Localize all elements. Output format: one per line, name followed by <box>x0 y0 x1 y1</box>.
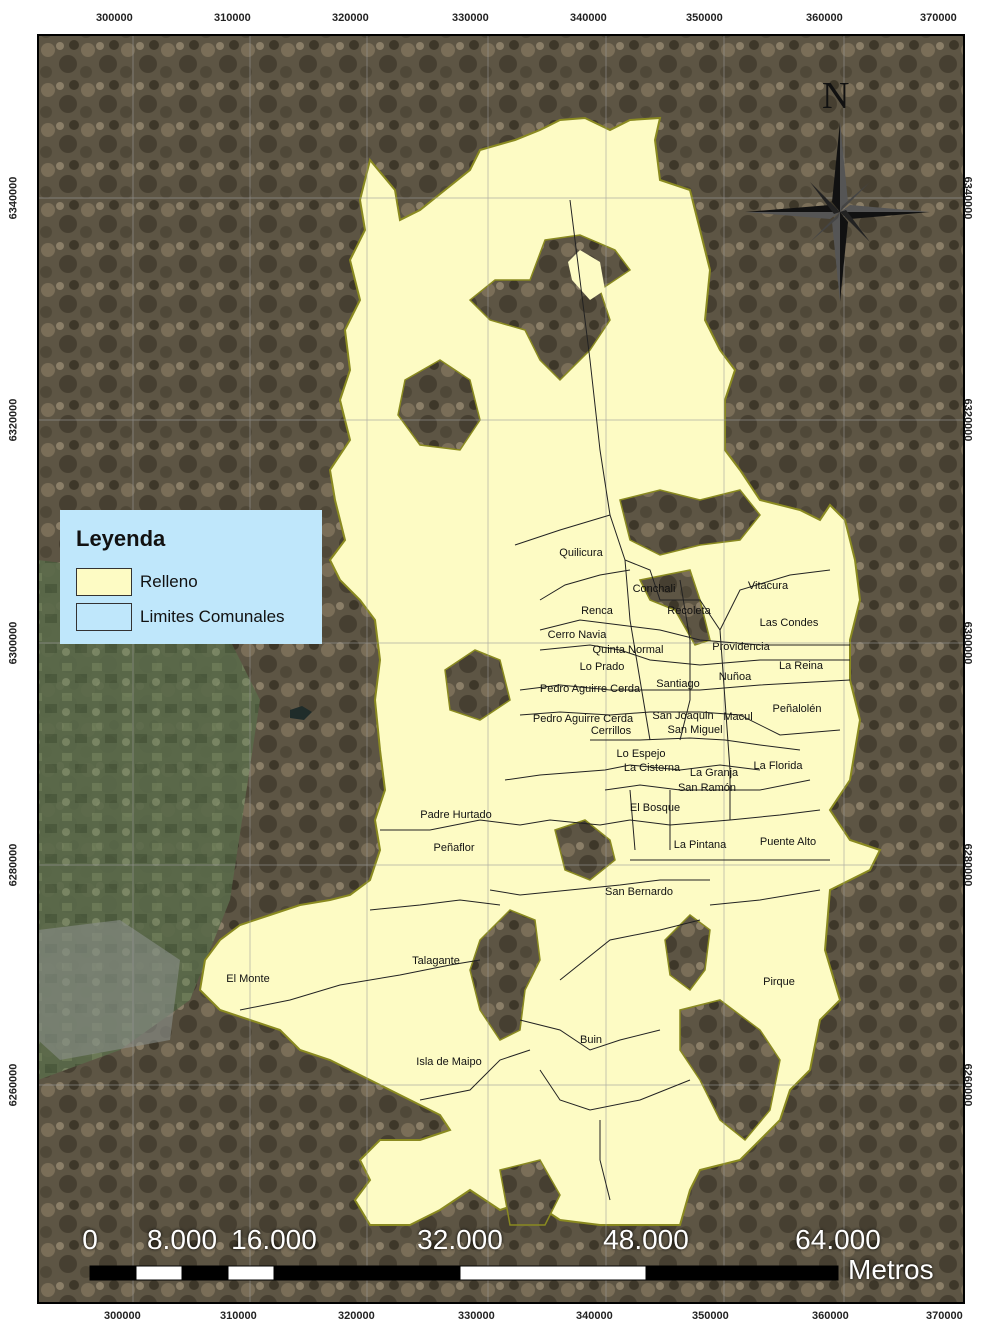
commune-label: Puente Alto <box>759 836 817 848</box>
scale-bar <box>89 1265 839 1281</box>
legend-swatch-relleno <box>76 568 132 596</box>
legend-swatch-limites <box>76 603 132 631</box>
y-coord-label: 6320000 <box>7 398 20 442</box>
x-coord-label: 370000 <box>920 12 957 24</box>
commune-label: Las Condes <box>759 617 819 629</box>
x-coord-label: 330000 <box>452 12 489 24</box>
commune-label: La Cisterna <box>623 762 681 774</box>
commune-label: Cerro Navia <box>547 629 607 641</box>
commune-label: Pedro Aguirre Cerda <box>539 683 641 695</box>
commune-label: Renca <box>581 605 613 617</box>
commune-label: El Monte <box>226 973 270 985</box>
x-coord-label: 360000 <box>806 12 843 24</box>
scale-label: 8.000 <box>146 1224 218 1255</box>
commune-label: San Ramón <box>677 782 737 794</box>
commune-label: Nuñoa <box>718 671 752 683</box>
x-coord-label: 370000 <box>926 1310 963 1322</box>
x-coord-label: 300000 <box>104 1310 141 1322</box>
y-coord-label: 6340000 <box>961 176 974 220</box>
legend-label-limites: Limites Comunales <box>140 607 285 626</box>
x-coord-label: 320000 <box>332 12 369 24</box>
x-coord-label: 300000 <box>96 12 133 24</box>
commune-label: Recoleta <box>667 605 711 617</box>
commune-label: La Pintana <box>673 839 727 851</box>
x-coord-label: 330000 <box>458 1310 495 1322</box>
mountain-intrusion-south <box>469 909 541 1041</box>
commune-label: Vitacura <box>747 580 789 592</box>
scale-label: 16.000 <box>231 1224 317 1255</box>
commune-label: San Miguel <box>667 724 723 736</box>
commune-label: Pirque <box>763 976 795 988</box>
y-coord-label: 6300000 <box>961 621 974 665</box>
commune-label: Lo Prado <box>579 661 625 673</box>
y-coord-label: 6260000 <box>7 1063 20 1107</box>
commune-label: Cerrillos <box>590 725 632 737</box>
commune-boundaries <box>239 199 851 1201</box>
y-coord-label: 6260000 <box>961 1063 974 1107</box>
y-coord-label: 6340000 <box>7 176 20 220</box>
commune-label: El Bosque <box>629 802 681 814</box>
commune-label: Talagante <box>412 955 460 967</box>
x-coord-label: 340000 <box>576 1310 613 1322</box>
y-coord-label: 6300000 <box>7 621 20 665</box>
commune-label: Isla de Maipo <box>416 1056 482 1068</box>
scale-units: Metros <box>848 1254 934 1285</box>
north-label: N <box>822 75 850 117</box>
y-coord-label: 6320000 <box>961 398 974 442</box>
scale-label: 48.000 <box>603 1224 689 1255</box>
relleno-area <box>198 116 882 1226</box>
north-arrow <box>745 122 930 302</box>
x-coord-label: 350000 <box>686 12 723 24</box>
commune-label: La Florida <box>753 760 803 772</box>
x-coord-label: 310000 <box>214 12 251 24</box>
x-coord-label: 360000 <box>812 1310 849 1322</box>
x-coord-label: 320000 <box>338 1310 375 1322</box>
legend-label-relleno: Relleno <box>140 572 198 591</box>
commune-label: Conchali <box>632 583 676 595</box>
commune-label: San Bernardo <box>605 886 673 898</box>
commune-label: Peñalolén <box>772 703 822 715</box>
x-coord-label: 350000 <box>692 1310 729 1322</box>
commune-label: Padre Hurtado <box>420 809 492 821</box>
commune-label: Quinta Normal <box>592 644 664 656</box>
commune-label: La Reina <box>778 660 824 672</box>
x-coord-label: 310000 <box>220 1310 257 1322</box>
commune-label: Macul <box>723 711 753 723</box>
legend-title: Leyenda <box>76 526 166 551</box>
commune-label: Buin <box>579 1034 603 1046</box>
scale-label: 32.000 <box>417 1224 503 1255</box>
commune-label: Pedro Aguirre Cerda <box>532 713 634 725</box>
commune-label: San Joaquin <box>652 710 714 722</box>
legend: Leyenda Relleno Limites Comunales <box>60 510 322 644</box>
commune-label: Providencia <box>712 641 770 653</box>
commune-label: La Granja <box>689 767 739 779</box>
scale-label: 0 <box>82 1224 98 1255</box>
commune-label: Santiago <box>656 678 700 690</box>
commune-label: Lo Espejo <box>616 748 666 760</box>
map-frame <box>37 34 965 1304</box>
y-coord-label: 6280000 <box>961 843 974 887</box>
scale-label: 64.000 <box>795 1224 881 1255</box>
y-coord-label: 6280000 <box>7 843 20 887</box>
commune-label: Quilicura <box>559 547 603 559</box>
commune-label: Peñaflor <box>433 842 475 854</box>
x-coord-label: 340000 <box>570 12 607 24</box>
